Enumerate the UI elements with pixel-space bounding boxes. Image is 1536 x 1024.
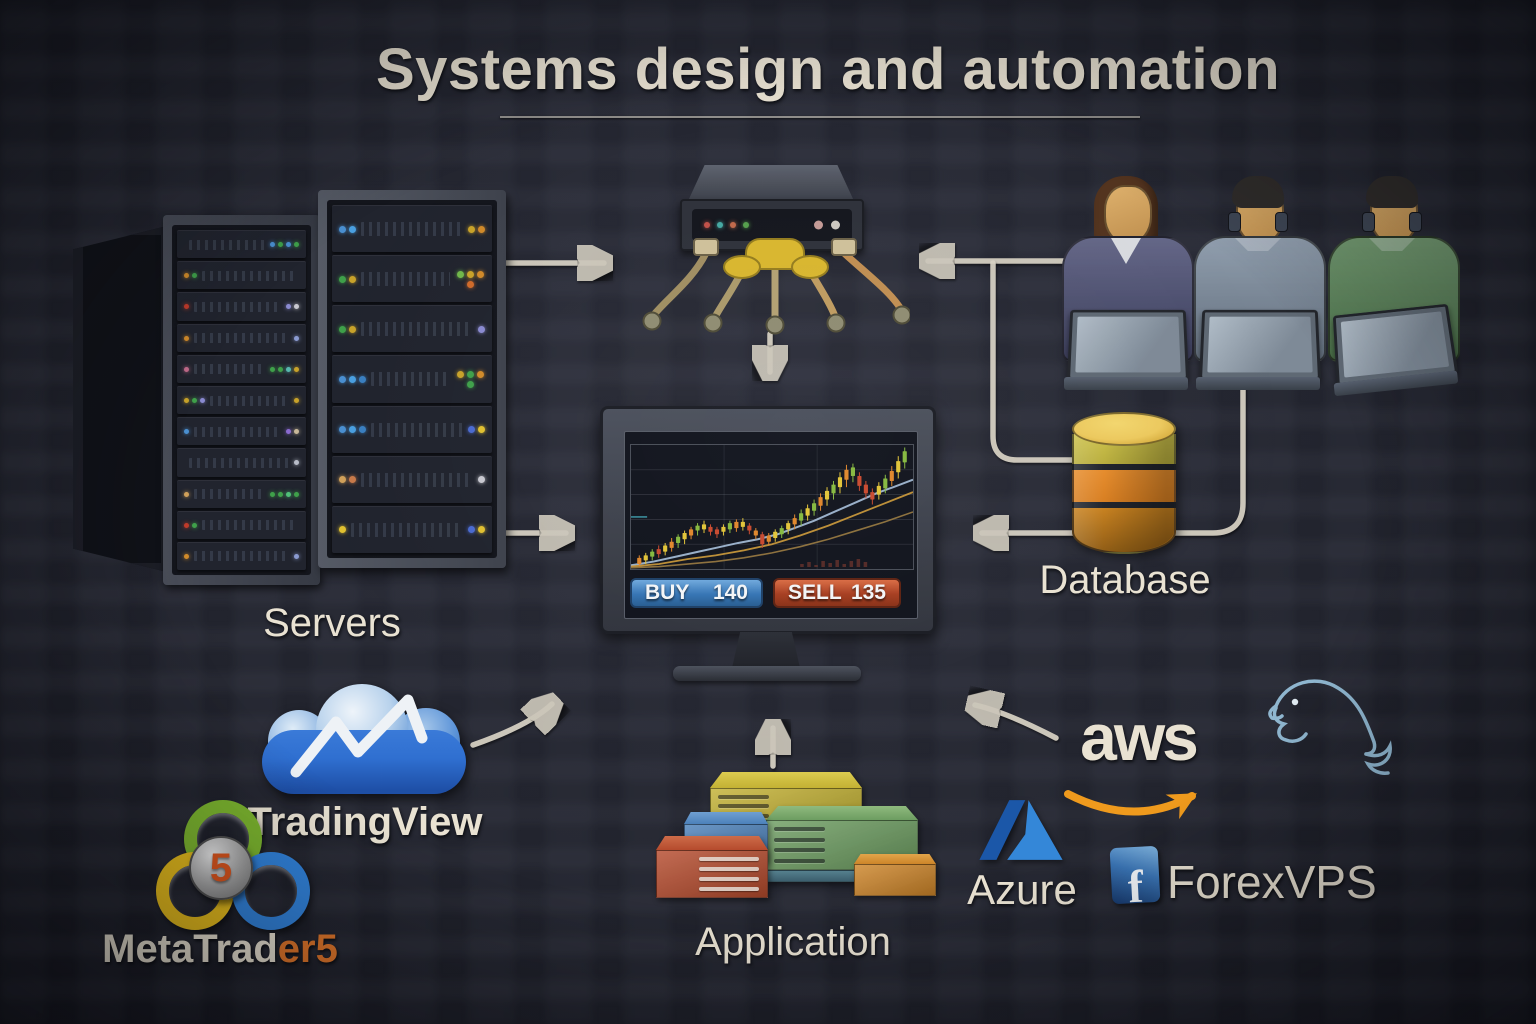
forexvps-label: ForexVPS [1167, 856, 1377, 908]
container-icon [854, 854, 936, 896]
price-chart [631, 445, 913, 569]
hub-led-panel [692, 209, 852, 241]
laptop-icon [1064, 302, 1189, 390]
server-unit [177, 323, 306, 352]
tradingview-cloud-icon [260, 684, 470, 796]
server-unit [332, 455, 492, 503]
analyst-woman [1056, 176, 1196, 392]
rack-units [327, 200, 497, 558]
azure-label: Azure [967, 866, 1077, 913]
head [1104, 185, 1152, 244]
container-icon [656, 836, 768, 898]
price-chart-frame [630, 444, 914, 570]
server-unit [177, 541, 306, 571]
server-unit [177, 510, 306, 539]
aws-label: aws [1080, 700, 1199, 774]
server-rack-icon [318, 190, 506, 568]
server-unit [177, 479, 306, 508]
server-unit [177, 292, 306, 321]
analyst-headset [1322, 176, 1462, 397]
line-team-to-database [990, 260, 1079, 463]
azure-logo-icon [979, 800, 1063, 860]
hub-top-face [688, 165, 854, 201]
server-unit [177, 230, 306, 259]
arrow-cloud-to-monitor [975, 705, 1059, 741]
server-rack-icon [73, 213, 320, 585]
database-label: Database [1039, 558, 1211, 602]
server-unit [177, 417, 306, 446]
metatrader5-group: 5 MetaTrader5 [102, 795, 338, 980]
server-unit [177, 448, 306, 477]
server-unit [177, 385, 306, 415]
analyst-headset [1188, 176, 1328, 392]
monitor-base [673, 666, 861, 681]
facebook-f-icon: f [1109, 845, 1161, 913]
arrow-tradingview-to-monitor [470, 704, 552, 748]
application-group: Application [638, 768, 948, 973]
server-unit [332, 205, 492, 253]
monitor-stand [732, 632, 800, 668]
rack-side-panel [73, 225, 171, 573]
laptop-icon [1326, 296, 1459, 397]
hub-buttons [814, 220, 840, 230]
server-unit [332, 255, 492, 303]
server-unit [177, 354, 306, 383]
metatrader5-label: MetaTrader5 [102, 927, 338, 971]
laptop-icon [1196, 302, 1321, 390]
network-hub-icon [640, 163, 910, 358]
azure-group: Azure [952, 798, 1092, 923]
hub-cables-icon [642, 238, 910, 335]
server-unit [177, 261, 306, 290]
hair [1366, 176, 1418, 208]
database-icon [1072, 412, 1176, 558]
aws-smile-arrow-icon [1064, 790, 1197, 820]
server-unit [332, 405, 492, 453]
tradingview-label: TradingView [247, 800, 483, 844]
forexvps-group: f ForexVPS [1105, 843, 1405, 918]
title-underline [500, 116, 1140, 118]
application-label: Application [695, 920, 891, 964]
page-title: Systems design and automation [375, 37, 1281, 102]
server-unit [332, 355, 492, 403]
team-group [1048, 176, 1472, 397]
arrow-team-database-to-monitor [982, 371, 1246, 533]
servers-label: Servers [263, 601, 401, 645]
rack-units [172, 225, 311, 575]
server-unit [332, 305, 492, 353]
aws-group: aws [1058, 700, 1223, 823]
tradingview-group: TradingView [248, 684, 482, 849]
mysql-dolphin-icon [1268, 679, 1392, 775]
rack-front [163, 215, 320, 585]
hub-leds [704, 222, 749, 228]
server-unit [332, 505, 492, 553]
hair [1232, 176, 1284, 208]
servers-group: Servers [60, 185, 520, 655]
